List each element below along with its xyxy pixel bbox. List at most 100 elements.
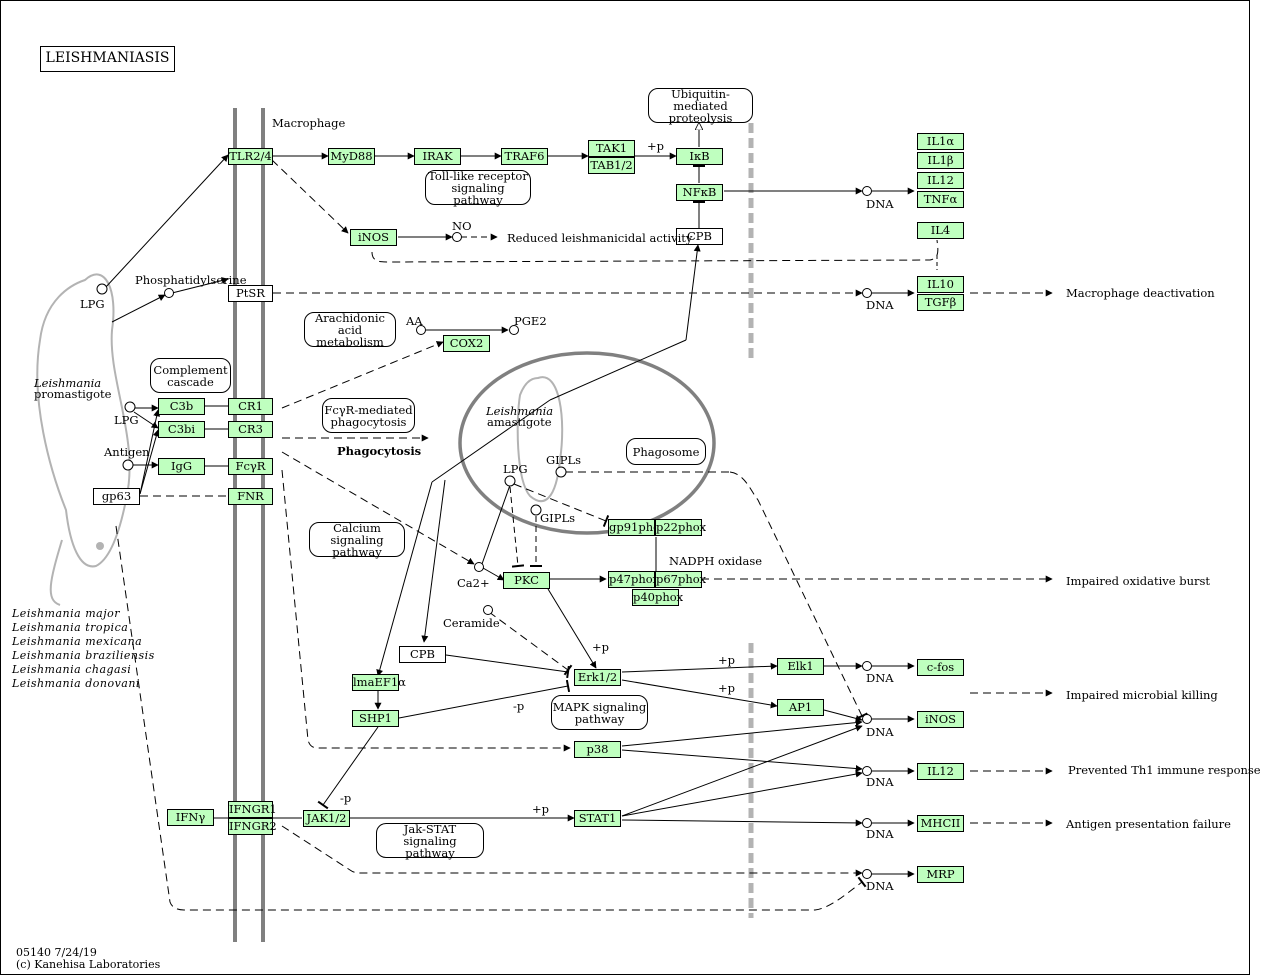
gene-ifngr2[interactable]: IFNGR2 [228, 818, 277, 835]
gene-gp91phox[interactable]: gp91phox [608, 519, 667, 536]
modifier-dephosphorylation: -p [340, 791, 352, 805]
species-item: Leishmania major [12, 607, 120, 620]
compound-pge2[interactable]: PGE2 [514, 314, 547, 328]
modifier-phosphorylation: +p [718, 653, 735, 667]
gene-il12-top[interactable]: IL12 [917, 172, 964, 189]
modifier-dephosphorylation: -p [513, 699, 525, 713]
gene-c3bi[interactable]: C3bi [158, 421, 205, 438]
gene-inos-out[interactable]: iNOS [917, 711, 964, 728]
gene-ifng[interactable]: IFNγ [167, 809, 214, 826]
footer-id-date: 05140 7/24/19 [16, 946, 97, 959]
gene-traf6[interactable]: TRAF6 [501, 148, 548, 165]
gene-il4[interactable]: IL4 [917, 222, 964, 239]
amastigote-label-species: Leishmania [486, 404, 554, 418]
promastigote-label-species: Leishmania [34, 376, 102, 390]
nadph-oxidase-label: NADPH oxidase [669, 554, 763, 568]
compound-ca2[interactable]: Ca2+ [457, 576, 490, 590]
gene-tlr24[interactable]: TLR2/4 [228, 148, 273, 165]
promastigote-label: promastigote [34, 387, 112, 401]
gene-p67phox[interactable]: p67phox [655, 571, 707, 588]
compound-lpg-inner[interactable]: LPG [503, 462, 528, 476]
gene-shp1[interactable]: SHP1 [352, 710, 399, 727]
gene-pkc[interactable]: PKC [503, 572, 550, 589]
compound-lpg-mid[interactable]: LPG [114, 413, 139, 427]
dna-label: DNA [866, 197, 894, 211]
dna-label: DNA [866, 827, 894, 841]
gene-p38[interactable]: p38 [574, 741, 621, 758]
gene-erk12[interactable]: Erk1/2 [574, 669, 621, 686]
gene-c3b[interactable]: C3b [158, 398, 205, 415]
amastigote-outline [516, 376, 564, 502]
gene-p47phox[interactable]: p47phox [608, 571, 660, 588]
pathway-calcium[interactable]: Calcium signaling pathway [309, 522, 405, 558]
compound-antigen[interactable]: Antigen [104, 445, 150, 459]
compound-phosphatidylserine[interactable]: Phosphatidylserine [135, 273, 247, 287]
modifier-phosphorylation: +p [592, 640, 609, 654]
gene-jak12[interactable]: JAK1/2 [303, 810, 350, 827]
pathway-complement[interactable]: Complement cascade [150, 358, 231, 393]
modifier-phosphorylation: +p [532, 802, 549, 816]
compound-lpg-outer[interactable]: LPG [80, 297, 105, 311]
box-cpb-top[interactable]: CPB [676, 228, 723, 245]
gene-il12-out[interactable]: IL12 [917, 763, 964, 780]
gene-il10[interactable]: IL10 [917, 276, 964, 293]
gene-mhcii[interactable]: MHCII [917, 815, 964, 832]
gene-cr3[interactable]: CR3 [228, 421, 273, 438]
compound-no[interactable]: NO [452, 219, 472, 233]
pathway-arachidonic[interactable]: Arachidonic acid metabolism [304, 312, 396, 348]
compound-aa[interactable]: AA [406, 314, 423, 328]
gene-stat1[interactable]: STAT1 [574, 810, 621, 827]
compound-gipls-1[interactable]: GIPLs [546, 453, 582, 467]
gene-p22phox[interactable]: p22phox [655, 519, 707, 536]
pathway-tlr[interactable]: Toll-like receptor signaling pathway [425, 170, 531, 206]
diagram-title: LEISHMANIASIS [40, 46, 175, 72]
pathway-phagosome[interactable]: Phagosome [626, 438, 706, 465]
gene-tnfa[interactable]: TNFα [917, 191, 964, 208]
gene-myd88[interactable]: MyD88 [328, 148, 375, 165]
compound-gipls-2[interactable]: GIPLs [540, 511, 576, 525]
gene-ap1[interactable]: AP1 [777, 699, 824, 716]
gene-inos[interactable]: iNOS [350, 229, 397, 246]
gene-elk1[interactable]: Elk1 [777, 658, 824, 675]
gene-nfkb[interactable]: NFκB [676, 184, 723, 201]
dna-label: DNA [866, 775, 894, 789]
outcome-antigen-presentation: Antigen presentation failure [1066, 817, 1231, 831]
footer-copyright: (c) Kanehisa Laboratories [16, 958, 161, 971]
gene-fcgr[interactable]: FcγR [228, 458, 273, 475]
gene-ifngr1[interactable]: IFNGR1 [228, 801, 277, 818]
gene-lmaef1a[interactable]: lmaEF1α [352, 674, 406, 691]
amastigote-label: amastigote [487, 415, 552, 429]
box-ptsr[interactable]: PtSR [228, 285, 273, 302]
macrophage-label: Macrophage [272, 116, 346, 130]
gene-tab12[interactable]: TAB1/2 [588, 157, 635, 174]
gene-cox2[interactable]: COX2 [443, 335, 490, 352]
pathway-mapk[interactable]: MAPK signaling pathway [551, 695, 648, 730]
promastigote-nucleus [96, 542, 104, 550]
species-list: Leishmania major Leishmania tropica Leis… [12, 607, 155, 691]
gene-mrp[interactable]: MRP [917, 866, 964, 883]
outcome-macrophage-deactivation: Macrophage deactivation [1066, 286, 1215, 300]
gene-tak1[interactable]: TAK1 [588, 140, 635, 157]
gene-il1a[interactable]: IL1α [917, 133, 964, 150]
pathway-jakstat[interactable]: Jak-STAT signaling pathway [376, 823, 484, 859]
phagosome-outline [458, 351, 716, 535]
gene-fnr[interactable]: FNR [228, 488, 273, 505]
gene-irak[interactable]: IRAK [414, 148, 461, 165]
pathway-ubiquitin[interactable]: Ubiquitin-mediated proteolysis [648, 88, 753, 124]
promastigote-flagellum [49, 539, 63, 606]
pathway-fcgr[interactable]: FcγR-mediated phagocytosis [322, 398, 415, 433]
gene-tgfb[interactable]: TGFβ [917, 294, 964, 311]
box-gp63[interactable]: gp63 [93, 488, 140, 505]
modifier-phosphorylation: +p [647, 139, 664, 153]
box-cpb-mid[interactable]: CPB [399, 646, 446, 663]
dna-label: DNA [866, 725, 894, 739]
gene-p40phox[interactable]: p40phox [632, 589, 684, 606]
gene-il1b[interactable]: IL1β [917, 152, 964, 169]
gene-cfos[interactable]: c-fos [917, 659, 964, 676]
gene-igg[interactable]: IgG [158, 458, 205, 475]
gene-ikb[interactable]: IκB [676, 148, 723, 165]
species-item: Leishmania donovani [12, 677, 140, 690]
compound-ceramide[interactable]: Ceramide [443, 616, 500, 630]
gene-cr1[interactable]: CR1 [228, 398, 273, 415]
